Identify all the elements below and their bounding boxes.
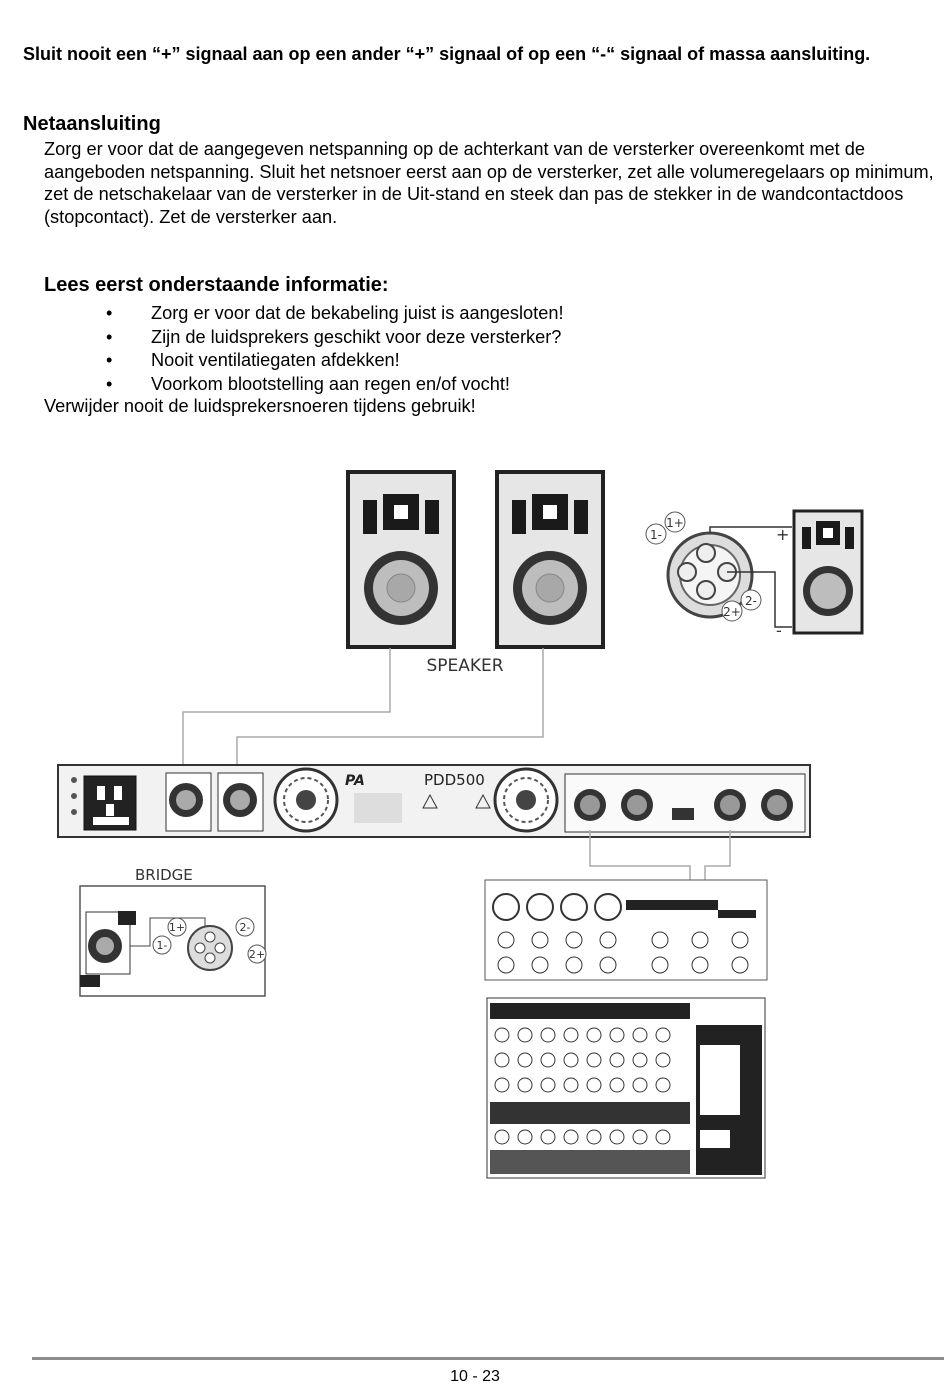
speaker-left [346, 470, 456, 649]
closing-warning: Verwijder nooit de luidsprekersnoeren ti… [44, 396, 476, 416]
speaker-small [792, 509, 864, 635]
section-body: Zorg er voor dat de aangegeven netspanni… [44, 139, 934, 227]
speaker-label: SPEAKER [426, 656, 503, 676]
amplifier-rear-panel: PA PDD500 [57, 764, 811, 838]
mixer [484, 879, 768, 1179]
bullet-item: Nooit ventilatiegaten afdekken! [104, 349, 564, 373]
amp-model: PDD500 [424, 771, 485, 789]
speakon-pinout: 1+ 1- 2+ 2- + - [645, 511, 792, 640]
info-bullet-list: Zorg er voor dat de bekabeling juist is … [104, 302, 564, 396]
speaker-right [495, 470, 605, 649]
pin-label: 2- [745, 594, 757, 608]
bullet-item: Zijn de luidsprekers geschikt voor deze … [104, 326, 564, 350]
pin-label: 2- [240, 921, 251, 934]
pin-label: 1- [650, 528, 662, 542]
warning-text: Sluit nooit een “+” signaal aan op een a… [23, 44, 871, 64]
bullet-item: Zorg er voor dat de bekabeling juist is … [104, 302, 564, 326]
section-heading: Netaansluiting [23, 113, 161, 135]
info-heading: Lees eerst onderstaande informatie: [44, 274, 389, 296]
page-number: 10 - 23 [450, 1368, 500, 1385]
bridge-label: BRIDGE [135, 866, 193, 884]
footer-divider [32, 1357, 944, 1360]
polarity-minus: - [776, 621, 782, 640]
pin-label: 2+ [723, 605, 741, 619]
bullet-item: Voorkom blootstelling aan regen en/of vo… [104, 373, 564, 397]
polarity-plus: + [776, 525, 789, 544]
pin-label: 1+ [169, 921, 185, 934]
pin-label: 2+ [249, 948, 265, 961]
pin-label: 1- [157, 939, 168, 952]
pin-label: 1+ [666, 516, 684, 530]
bridge-diagram: 1+ 1- 2- 2+ [79, 885, 267, 997]
amp-brand-logo: PA [345, 773, 365, 789]
